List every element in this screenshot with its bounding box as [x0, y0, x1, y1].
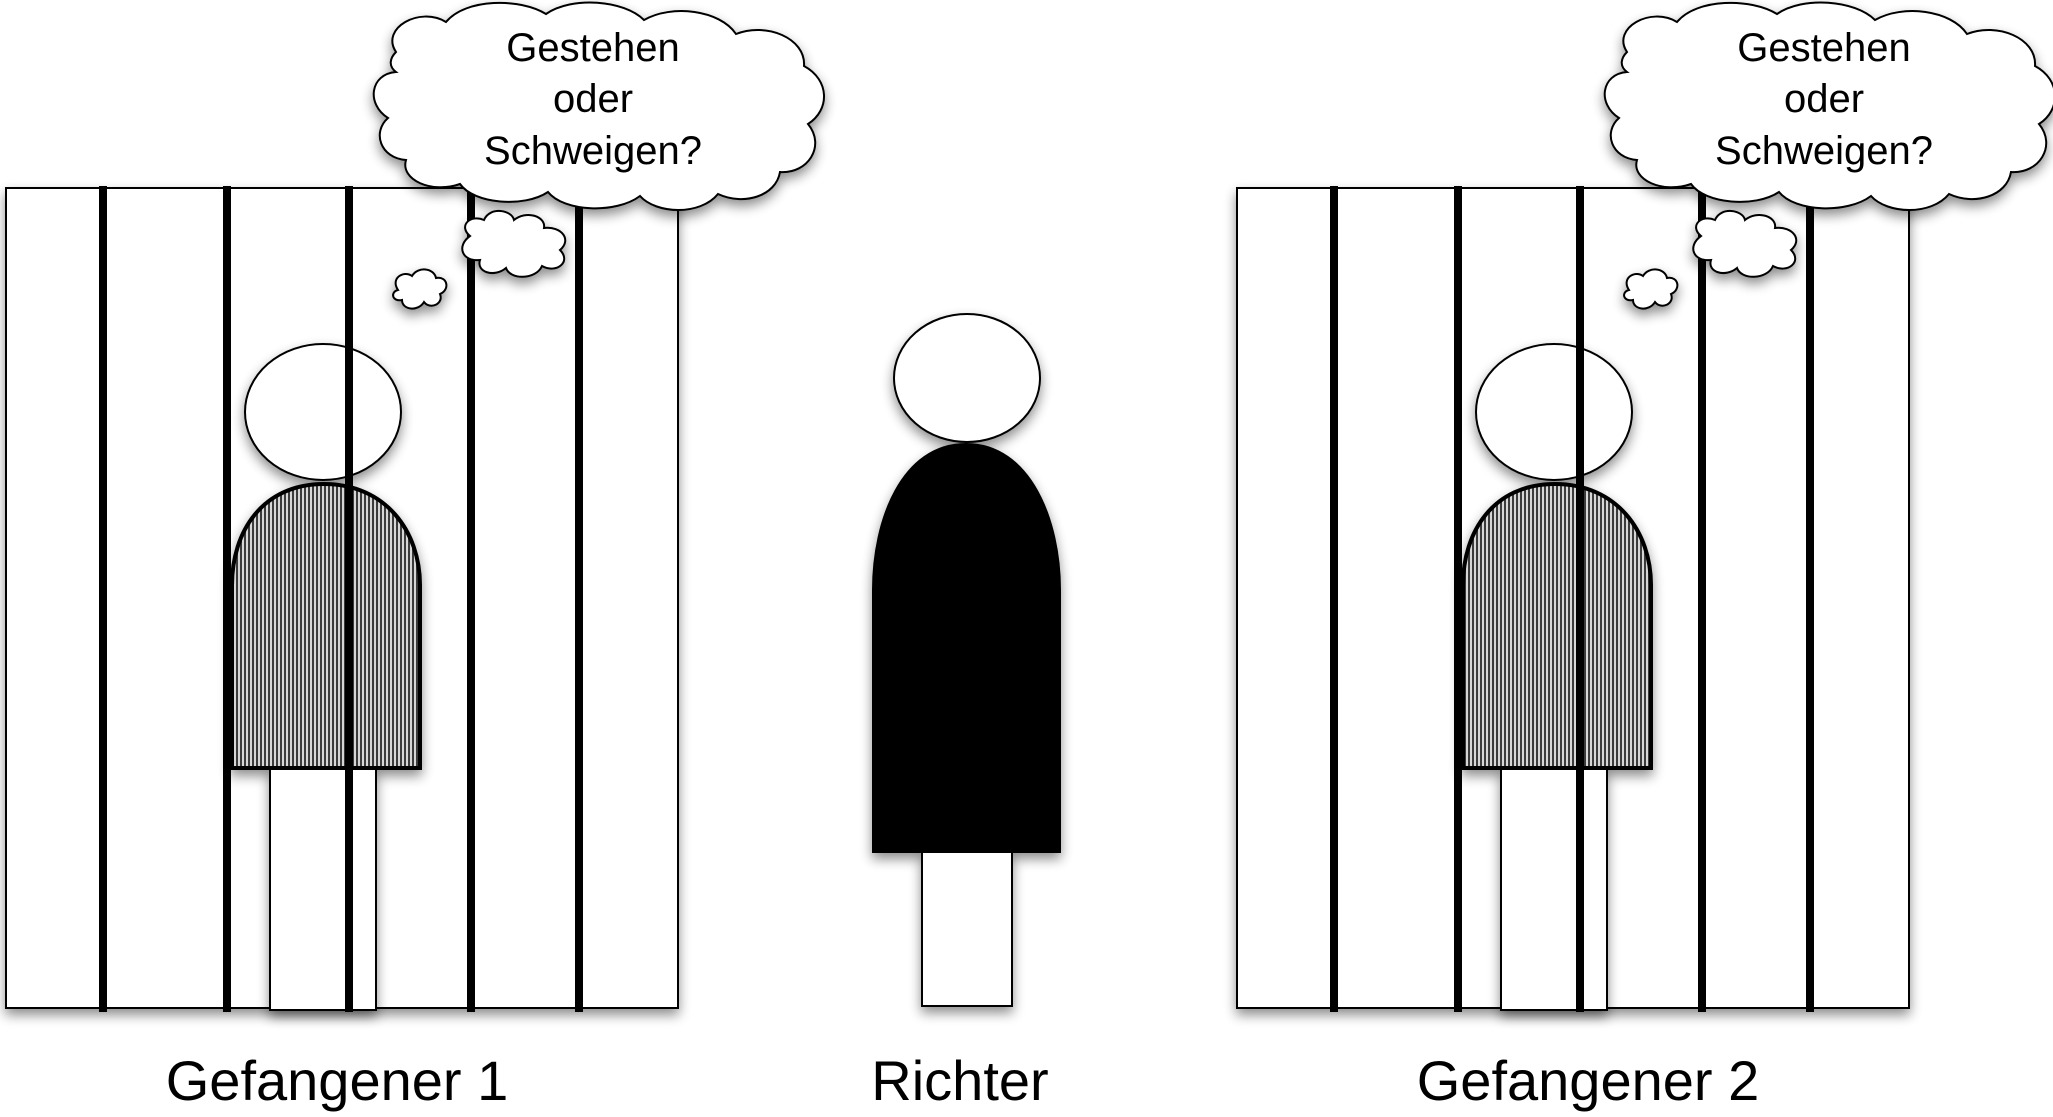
- caption-prisoner-2: Gefangener 2: [1417, 1049, 1759, 1112]
- prisoner-1-thought-bubble: Gestehen oder Schweigen?: [372, 1, 825, 310]
- judge-robe: [872, 442, 1061, 853]
- thought-puff-medium: [461, 210, 567, 278]
- thought-line-3: Schweigen?: [1715, 129, 1933, 173]
- prisoner-2-shirt: [1461, 481, 1653, 770]
- thought-cloud: [1603, 1, 2053, 211]
- prisoner-1-shirt: [230, 481, 422, 770]
- prisoner-1-figure: [230, 343, 422, 1011]
- thought-line-3: Schweigen?: [484, 129, 702, 173]
- thought-cloud: [372, 1, 825, 211]
- thought-puff-small: [1623, 268, 1679, 310]
- thought-puff-medium: [1692, 210, 1798, 278]
- cell-bars: [99, 186, 583, 1012]
- thought-line-1: Gestehen: [1737, 26, 1910, 70]
- thought-line-2: oder: [1784, 77, 1864, 121]
- thought-line-1: Gestehen: [506, 26, 679, 70]
- prisoner-2-figure: [1461, 343, 1653, 1011]
- caption-judge: Richter: [871, 1049, 1048, 1112]
- caption-prisoner-1: Gefangener 1: [166, 1049, 508, 1112]
- prisoner-1-head: [244, 343, 402, 481]
- judge-legs: [921, 845, 1013, 1007]
- prisoner-2-thought-bubble: Gestehen oder Schweigen?: [1603, 1, 2053, 310]
- prisoner-1-cell: Gestehen oder Schweigen?: [5, 1, 825, 1012]
- prisoner-2-legs: [1500, 767, 1608, 1011]
- prisoner-2-cell: Gestehen oder Schweigen?: [1236, 1, 2053, 1012]
- prisoner-2-head: [1475, 343, 1633, 481]
- thought-puff-small: [392, 268, 448, 310]
- cell-bars: [1330, 186, 1814, 1012]
- thought-line-2: oder: [553, 77, 633, 121]
- judge-figure: [872, 313, 1061, 1007]
- judge-head: [893, 313, 1041, 443]
- prisoner-1-legs: [269, 767, 377, 1011]
